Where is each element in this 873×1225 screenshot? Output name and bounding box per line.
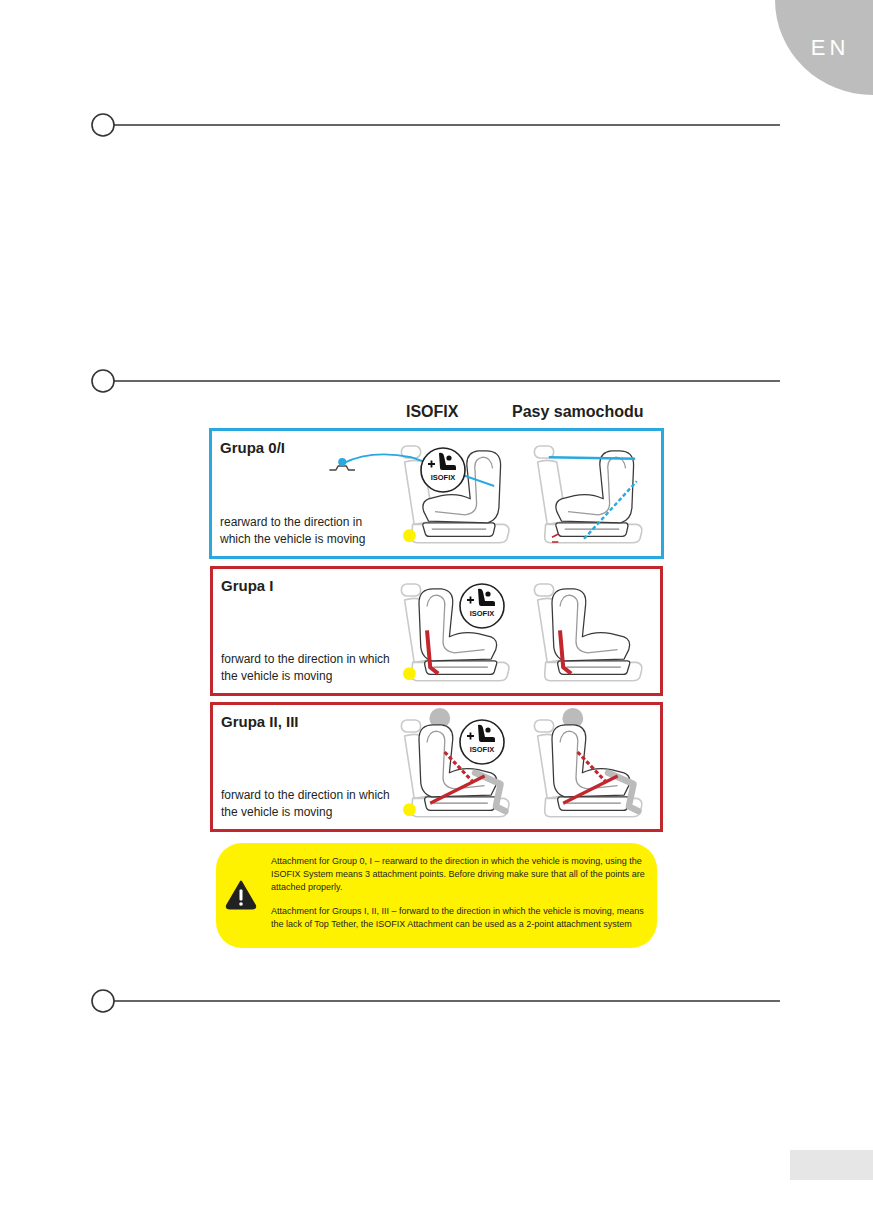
seat-belt	[560, 630, 571, 673]
icon-label: ISOFIX	[421, 473, 465, 482]
support-strap	[427, 630, 438, 673]
child-seat	[556, 451, 634, 537]
child-seat	[552, 589, 630, 675]
icon-label: ISOFIX	[460, 745, 504, 754]
seat-illustration	[401, 584, 509, 681]
panel-text: forward to the direction in which the ve…	[221, 787, 391, 821]
section-rule	[114, 124, 780, 126]
group-panel: Grupa I forward to the direction in which…	[210, 566, 663, 696]
top-tether	[342, 454, 494, 486]
vehicle-seat	[534, 584, 642, 681]
lap-belt	[430, 776, 484, 803]
isofix-icon	[460, 720, 504, 764]
language-code: EN	[811, 35, 850, 61]
shoulder-belt	[578, 752, 607, 782]
warning-triangle	[240, 890, 243, 901]
anchor-symbol	[329, 466, 355, 470]
panel-text: rearward to the direction in which the v…	[220, 514, 390, 548]
marker-dot	[403, 667, 416, 680]
warning-triangle	[239, 902, 243, 906]
section-circle	[92, 114, 114, 136]
isofix-icon	[460, 584, 504, 628]
group-panel: Grupa II, III forward to the direction in…	[210, 702, 663, 832]
anchor-point	[338, 458, 346, 466]
vehicle-seat	[534, 720, 642, 817]
seat-illustration	[401, 708, 509, 817]
isofix-icon	[421, 448, 465, 492]
panel-title: Grupa 0/I	[220, 439, 285, 457]
page-number-box	[790, 1150, 873, 1180]
marker-dot	[403, 803, 416, 816]
marker-dot	[403, 529, 416, 542]
language-tab-shape	[775, 0, 873, 95]
warning-box: Attachment for Group 0, I – rearward to …	[216, 843, 657, 948]
panel-text: forward to the direction in which the ve…	[221, 651, 391, 685]
seat-illustration	[534, 446, 642, 543]
column-header: Pasy samochodu	[512, 402, 644, 422]
warning-ground	[216, 843, 657, 948]
section-circle	[92, 990, 114, 1012]
warning-text: Attachment for Group 0, I – rearward to …	[271, 855, 645, 894]
vehicle-seat	[401, 720, 509, 817]
icon-label: ISOFIX	[460, 609, 504, 618]
seat-illustration	[534, 584, 642, 681]
vehicle-seat	[401, 584, 509, 681]
panel-title: Grupa I	[221, 577, 274, 595]
section-circle	[92, 370, 114, 392]
seat-belt	[584, 481, 637, 539]
lap-belt	[563, 776, 617, 803]
vehicle-seat	[401, 446, 509, 543]
belt-mark	[552, 534, 558, 542]
language-tab: EN	[795, 28, 865, 68]
warning-triangle	[227, 882, 255, 909]
seat-belt	[549, 457, 635, 459]
section-rule	[114, 1000, 780, 1002]
seat-illustration	[534, 708, 642, 817]
warning-text: Attachment for Groups I, II, III – forwa…	[271, 905, 645, 931]
child-seat	[552, 725, 630, 811]
column-header: ISOFIX	[406, 402, 458, 422]
group-panel: Grupa 0/I rearward to the direction in wh…	[209, 428, 664, 559]
panel-title: Grupa II, III	[221, 713, 299, 731]
warning-triangle	[227, 882, 255, 909]
section-marker	[92, 114, 780, 1012]
vehicle-seat	[534, 446, 642, 543]
section-rule	[114, 380, 780, 382]
